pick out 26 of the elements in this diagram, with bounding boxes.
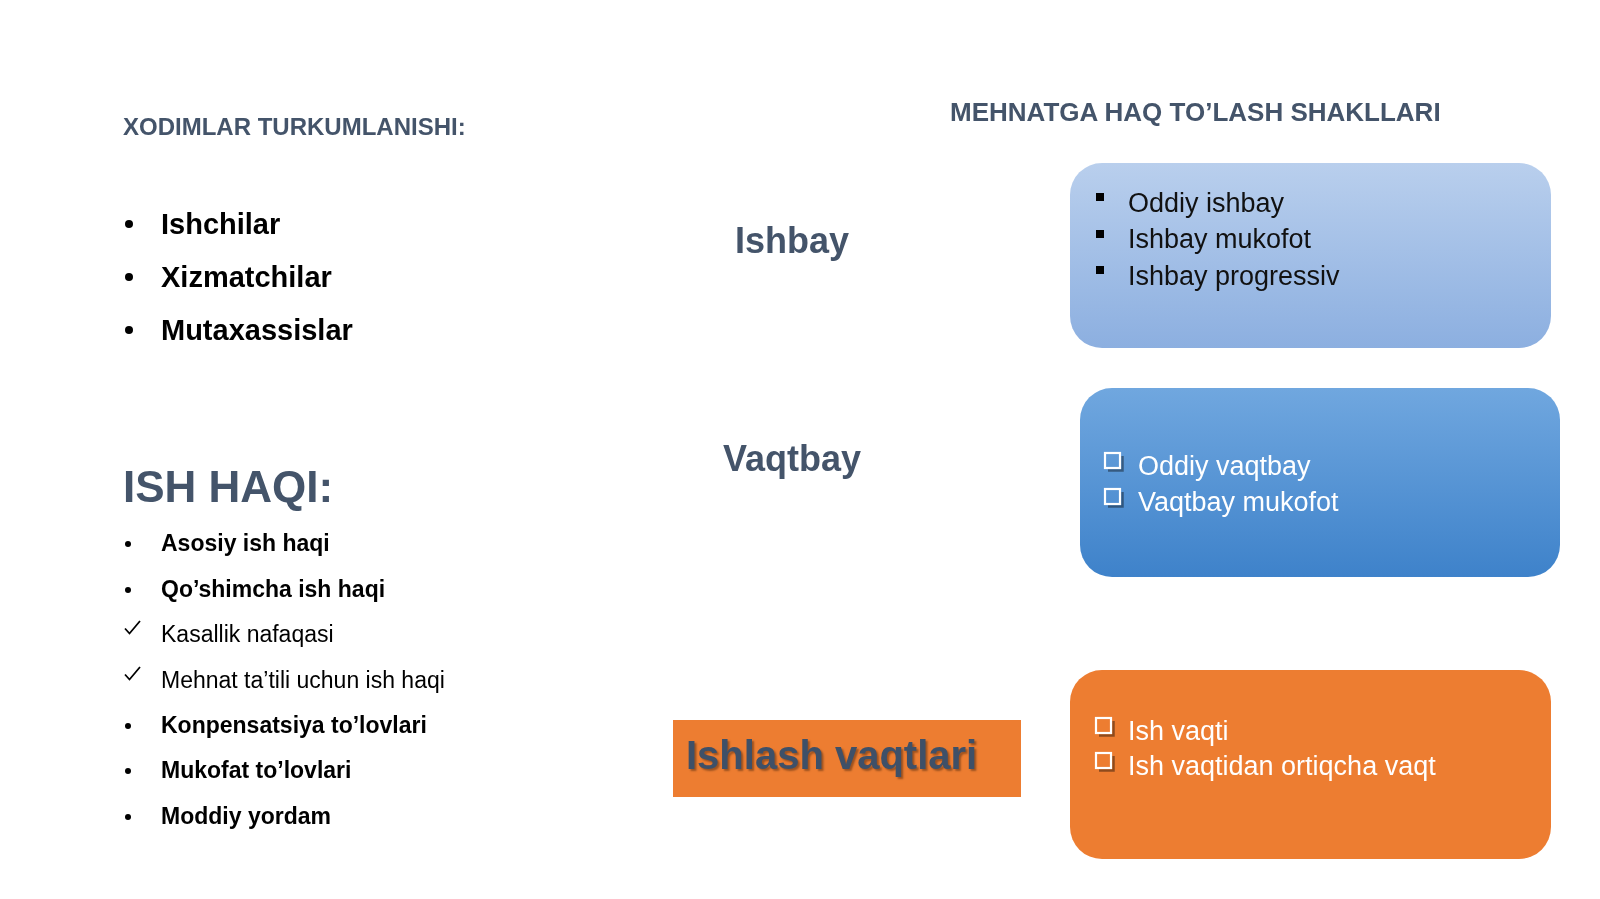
list-item: Ish vaqtidan ortiqcha vaqt xyxy=(1128,749,1436,783)
list-item: Mukofat to’lovlari xyxy=(161,757,352,785)
info-panel xyxy=(1070,163,1551,348)
info-panel xyxy=(1080,388,1560,577)
list-item: Ishbay mukofot xyxy=(1128,223,1312,256)
list-item: Xizmatchilar xyxy=(161,259,332,295)
list-item: Qo’shimcha ish haqi xyxy=(161,576,386,604)
section-heading: MEHNATGA HAQ TO’LASH SHAKLLARI xyxy=(950,97,1441,129)
list-item: Konpensatsiya to’lovlari xyxy=(161,712,427,740)
list-item: Ishchilar xyxy=(161,206,281,242)
list-item: Mutaxassislar xyxy=(161,312,353,348)
list-item: Asosiy ish haqi xyxy=(161,530,330,558)
list-item: Oddiy vaqtbay xyxy=(1138,449,1311,483)
category-label: Vaqtbay xyxy=(723,437,862,481)
list-item: Oddiy ishbay xyxy=(1128,186,1285,220)
category-label: Ishbay xyxy=(735,219,850,263)
list-item: Kasallik nafaqasi xyxy=(161,621,334,649)
info-panel xyxy=(1070,670,1551,859)
list-item: Mehnat ta’tili uchun ish haqi xyxy=(161,667,445,695)
list-item: Moddiy yordam xyxy=(161,803,331,831)
section-label: Ishlash vaqtlari xyxy=(673,720,1021,797)
section-heading: XODIMLAR TURKUMLANISHI: xyxy=(123,112,466,142)
list-item: Ishbay progressiv xyxy=(1128,259,1340,293)
list-item: Ish vaqti xyxy=(1128,714,1229,748)
section-heading: ISH HAQI: xyxy=(123,460,334,513)
list-item: Vaqtbay mukofot xyxy=(1138,485,1339,519)
